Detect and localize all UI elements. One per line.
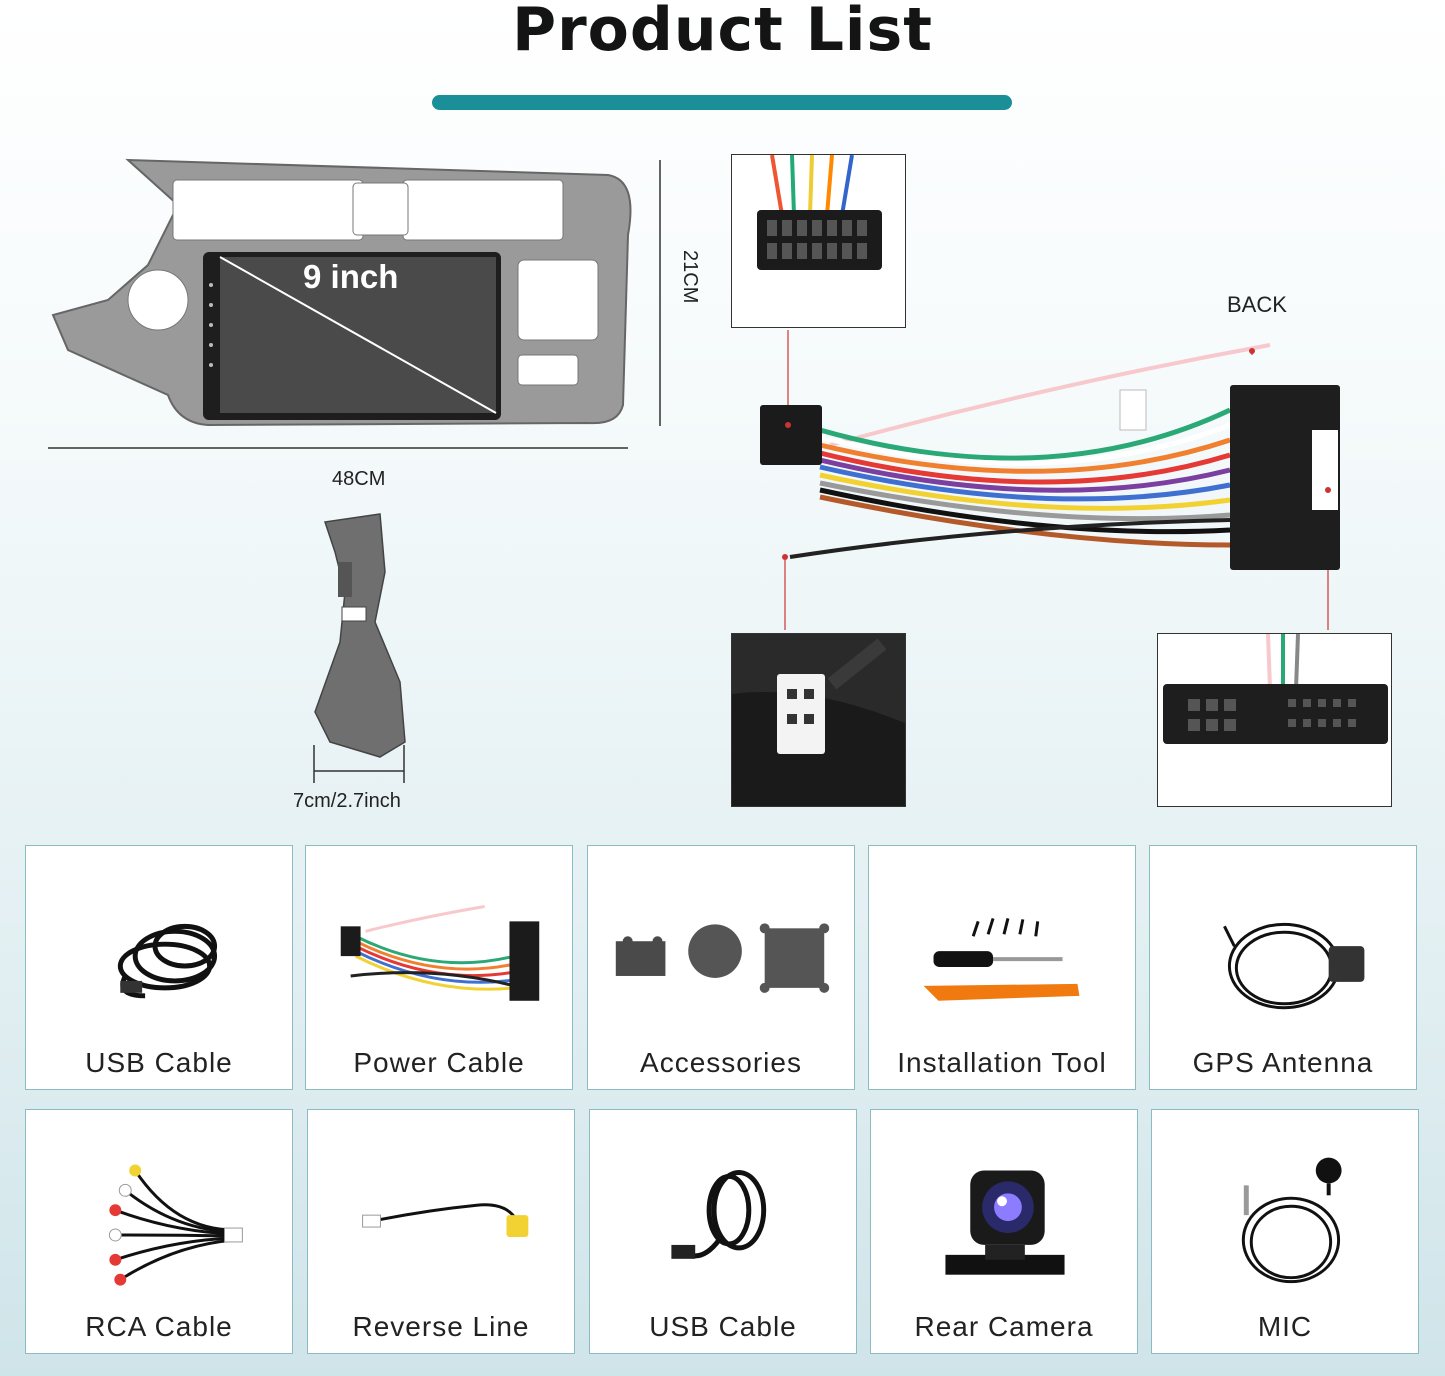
rear-camera-icon	[945, 1170, 1065, 1275]
item-label: GPS Antenna	[1192, 1047, 1374, 1078]
item-gps-antenna: GPS Antenna	[1149, 845, 1417, 1090]
bracket-dimension-line	[313, 745, 405, 783]
gps-antenna-icon	[1223, 922, 1365, 1010]
bracket-dimension-label: 7cm/2.7inch	[293, 790, 401, 812]
item-rear-camera: Rear Camera	[870, 1109, 1138, 1354]
item-accessories: Accessories	[587, 845, 855, 1090]
screen-size-label: 9 inch	[303, 258, 399, 295]
accessories-icon	[615, 923, 830, 993]
item-label: RCA Cable	[85, 1311, 233, 1342]
connector-photo-small	[731, 633, 906, 807]
usb-cable-icon	[117, 923, 218, 999]
connector-photo-16pin	[731, 154, 906, 328]
page-title: Product List	[512, 0, 933, 65]
item-label: Installation Tool	[897, 1047, 1107, 1078]
item-label: Reverse Line	[352, 1311, 530, 1342]
usb-cable-icon	[671, 1169, 767, 1259]
mic-icon	[1241, 1157, 1342, 1284]
installation-tool-icon	[923, 917, 1080, 1001]
reverse-line-icon	[362, 1203, 529, 1237]
height-dimension-label: 21CM	[679, 250, 701, 304]
item-label: MIC	[1257, 1311, 1313, 1342]
width-dimension-line	[48, 447, 628, 449]
back-label: BACK	[1227, 292, 1287, 317]
rca-cable-icon	[108, 1164, 243, 1286]
item-label: USB Cable	[649, 1311, 797, 1342]
height-dimension-line	[659, 160, 661, 426]
connector-photo-oem	[1157, 633, 1392, 807]
item-usb-cable: USB Cable	[25, 845, 293, 1090]
power-cable-icon	[340, 905, 540, 1001]
item-label: USB Cable	[85, 1047, 233, 1078]
item-label: Rear Camera	[914, 1311, 1094, 1342]
wiring-harness-icon	[760, 330, 1340, 630]
item-rca-cable: RCA Cable	[25, 1109, 293, 1354]
head-unit-frame-icon	[51, 158, 632, 427]
width-dimension-label: 48CM	[332, 468, 386, 490]
item-installation-tool: Installation Tool	[868, 845, 1136, 1090]
item-label: Accessories	[640, 1047, 802, 1078]
item-label: Power Cable	[353, 1047, 525, 1078]
item-power-cable: Power Cable	[305, 845, 573, 1090]
item-reverse-line: Reverse Line	[307, 1109, 575, 1354]
item-usb-cable-2: USB Cable	[589, 1109, 857, 1354]
item-mic: MIC	[1151, 1109, 1419, 1354]
side-bracket-icon	[314, 513, 406, 758]
title-underline	[432, 95, 1012, 110]
